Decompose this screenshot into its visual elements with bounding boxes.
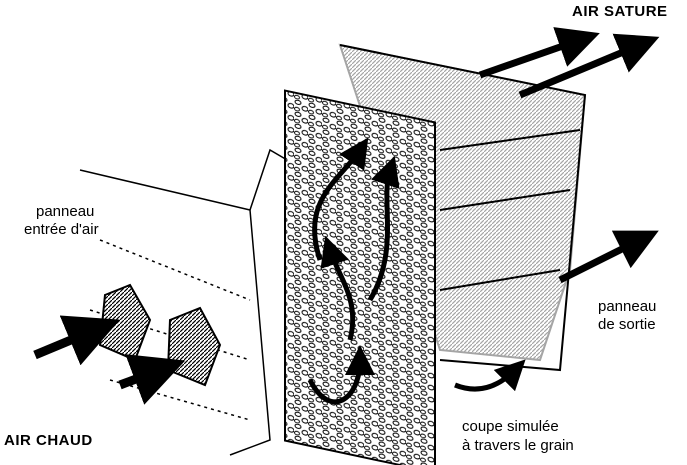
label-inlet-panel-1: panneau <box>36 203 95 221</box>
grain-section <box>284 89 436 465</box>
label-inlet-panel-2: entrée d'air <box>24 221 99 239</box>
label-section-1: coupe simulée <box>462 418 559 436</box>
label-section-2: à travers le grain <box>462 437 574 455</box>
label-outlet-panel-2: de sortie <box>598 316 656 334</box>
label-outlet-panel-1: panneau <box>598 298 657 316</box>
hot-air-arrows <box>33 315 186 405</box>
label-air-sature: AIR SATURE <box>572 3 668 21</box>
label-air-chaud: AIR CHAUD <box>4 432 93 450</box>
air-flow-arrows <box>307 137 526 405</box>
saturated-air-arrows <box>478 27 660 284</box>
